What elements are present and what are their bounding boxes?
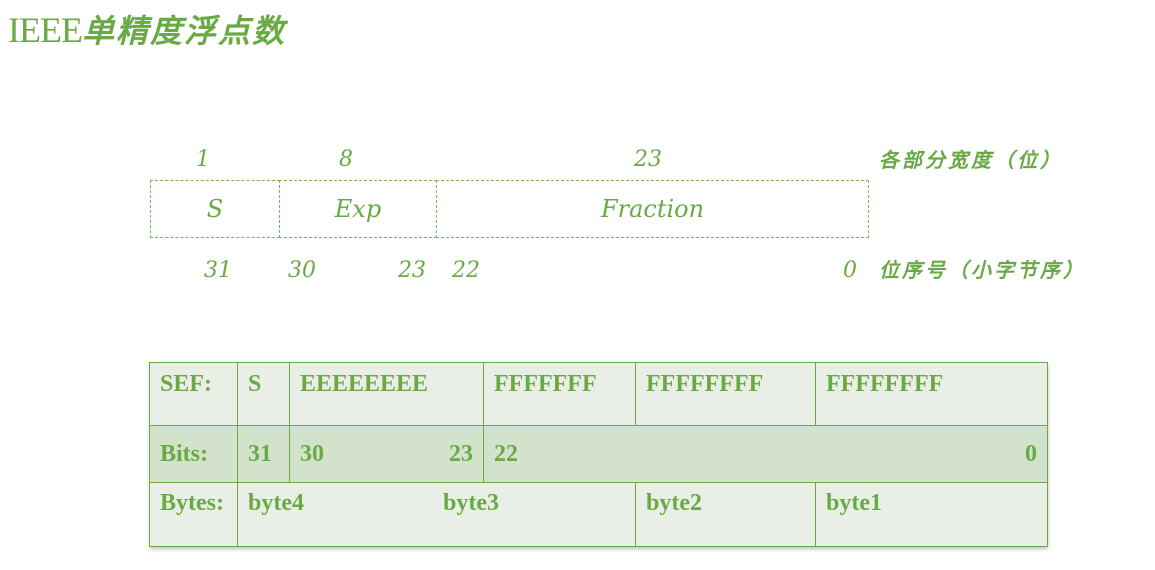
byte2-label: byte2 xyxy=(635,482,816,547)
bitpos-30: 30 xyxy=(288,258,316,283)
bitpos-31: 31 xyxy=(204,258,232,283)
byte4-label: byte4 xyxy=(248,490,304,516)
bits-23: 23 xyxy=(449,440,473,467)
bits-0: 0 xyxy=(1025,440,1037,467)
sef-f2: FFFFFFFF xyxy=(635,362,816,426)
page-title: IEEE单精度浮点数 xyxy=(8,6,286,52)
sef-f3: FFFFFFFF xyxy=(815,362,1048,426)
title-cjk: 单精度浮点数 xyxy=(81,12,286,50)
table-row-bits: Bits: 31 30 23 22 0 xyxy=(149,425,1048,483)
byte1-label: byte1 xyxy=(815,482,1048,547)
bit-layout-table: SEF: S EEEEEEEE FFFFFFF FFFFFFFF FFFFFFF… xyxy=(149,362,1048,547)
sef-exp: EEEEEEEE xyxy=(289,362,484,426)
bytes-header: Bytes: xyxy=(149,482,238,547)
byte3-label: byte3 xyxy=(443,490,499,516)
bits-30: 30 xyxy=(300,440,324,467)
bitpos-23: 23 xyxy=(398,258,426,283)
bitpos-0: 0 xyxy=(843,258,857,283)
sef-table: SEF: S EEEEEEEE FFFFFFF FFFFFFFF FFFFFFF… xyxy=(149,362,1048,547)
field-sign-label: S xyxy=(206,195,224,223)
bitpos-22: 22 xyxy=(452,258,480,283)
width-label: 各部分宽度（位） xyxy=(879,148,1063,172)
field-fraction-label: Fraction xyxy=(600,195,705,223)
bits-fraction-range: 22 0 xyxy=(483,425,1048,483)
table-row-sef: SEF: S EEEEEEEE FFFFFFF FFFFFFFF FFFFFFF… xyxy=(149,362,1048,426)
bits-header: Bits: xyxy=(149,425,238,483)
field-exponent: Exp xyxy=(279,180,437,238)
width-s: 1 xyxy=(196,147,210,172)
bitpos-label: 位序号（小字节序） xyxy=(879,258,1086,282)
field-fraction: Fraction xyxy=(436,180,869,238)
sef-f1: FFFFFFF xyxy=(483,362,636,426)
bytes-byte4-byte3: byte4 byte3 xyxy=(237,482,636,547)
bits-31: 31 xyxy=(237,425,290,483)
field-exponent-label: Exp xyxy=(334,195,382,223)
bits-exp-range: 30 23 xyxy=(289,425,484,483)
title-latin: IEEE xyxy=(8,10,83,50)
field-sign: S xyxy=(150,180,280,238)
width-exp: 8 xyxy=(339,147,353,172)
table-row-bytes: Bytes: byte4 byte3 byte2 byte1 xyxy=(149,482,1048,547)
sef-s: S xyxy=(237,362,290,426)
sef-header: SEF: xyxy=(149,362,238,426)
bits-22: 22 xyxy=(494,440,518,467)
width-fraction: 23 xyxy=(634,147,662,172)
